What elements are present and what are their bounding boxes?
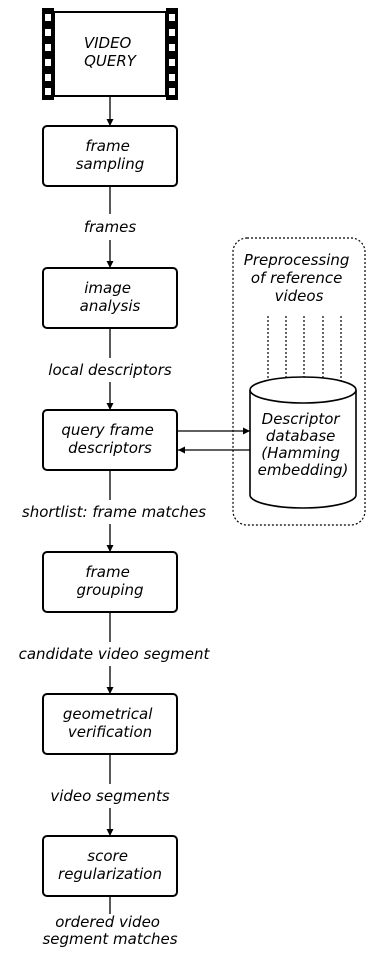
video-query-label-line2: QUERY (84, 52, 138, 70)
svg-text:score regularization: score regularization (58, 847, 162, 883)
descriptor-database: Descriptor database (Hamming embedding) (249, 376, 357, 509)
edge-label-local-descriptors: local descriptors (48, 361, 172, 379)
edge-label-ordered-matches: ordered video segment matches (42, 913, 177, 948)
svg-text:frame sampling: frame sampling (76, 137, 145, 173)
database-line4: embedding) (258, 461, 349, 479)
query-frame-descriptors-line2: descriptors (68, 439, 152, 457)
preprocessing-group: Preprocessing of reference videos Descri… (232, 237, 366, 526)
database-line1: Descriptor (262, 410, 341, 428)
preprocessing-line3: videos (275, 287, 324, 305)
image-analysis-line1: image (84, 279, 131, 297)
preprocessing-line1: Preprocessing (244, 251, 350, 269)
query-frame-descriptors-line1: query frame (61, 421, 154, 439)
database-exchange-arrows (177, 427, 250, 454)
svg-text:frame grouping: frame grouping (76, 563, 143, 599)
preprocessing-line2: of reference (251, 269, 343, 287)
svg-text:VIDEO QUERY: VIDEO QUERY (84, 34, 138, 70)
geometrical-verification-line1: geometrical (63, 705, 153, 723)
edge-label-shortlist: shortlist: frame matches (22, 503, 206, 521)
svg-text:image analysis: image analysis (80, 279, 141, 315)
step-frame-sampling: frame sampling (42, 125, 178, 187)
svg-text:Descriptor database: Descriptor database (Hamming embedding) (258, 410, 349, 479)
svg-text:geometrical verification: geometrical verification (63, 705, 157, 741)
svg-text:query frame descriptors: query frame descriptors (61, 421, 158, 457)
ordered-matches-line1: ordered video (55, 913, 160, 931)
ordered-matches-line2: segment matches (42, 930, 177, 948)
image-analysis-line2: analysis (80, 297, 141, 315)
edge-label-candidate-segment: candidate video segment (19, 645, 211, 663)
video-query-node: VIDEO QUERY (42, 8, 178, 100)
edge-label-frames: frames (84, 218, 136, 236)
step-frame-grouping: frame grouping (42, 551, 178, 613)
database-line3: (Hamming (261, 444, 340, 462)
geometrical-verification-line2: verification (68, 723, 152, 741)
database-line2: database (266, 427, 336, 445)
score-regularization-line2: regularization (58, 865, 162, 883)
score-regularization-line1: score (87, 847, 128, 865)
frame-sampling-line1: frame (85, 137, 129, 155)
step-score-regularization: score regularization (42, 835, 178, 897)
step-image-analysis: image analysis (42, 267, 178, 329)
step-geometrical-verification: geometrical verification (42, 693, 178, 755)
edge-label-video-segments: video segments (50, 787, 170, 805)
svg-text:Preprocessing of referen: Preprocessing of reference videos (244, 251, 354, 305)
frame-sampling-line2: sampling (76, 155, 145, 173)
video-query-label-line1: VIDEO (84, 34, 132, 52)
frame-grouping-line2: grouping (76, 581, 143, 599)
frame-grouping-line1: frame (85, 563, 129, 581)
step-query-frame-descriptors: query frame descriptors (42, 409, 178, 471)
